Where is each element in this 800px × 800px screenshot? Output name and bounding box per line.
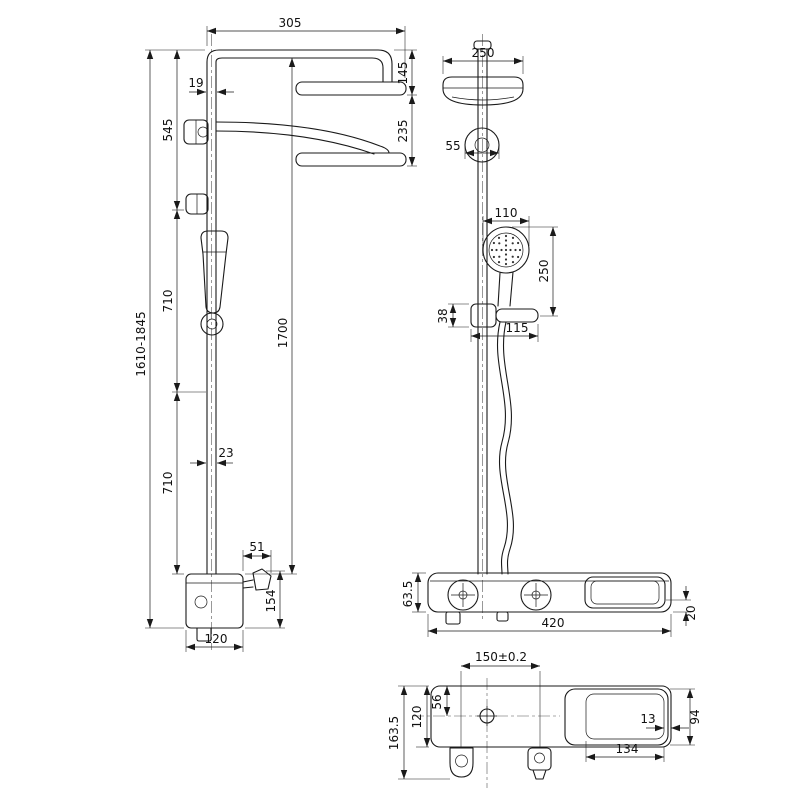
- side-view-dimensions: 305 19 145 235 545 710 710 1610-1845 170…: [134, 16, 417, 652]
- dim-shelf-lip: 20: [684, 605, 698, 620]
- soap-shelf-front: [584, 576, 666, 609]
- wall-bracket-front: [464, 127, 500, 163]
- mixer-body-side: [185, 573, 244, 629]
- dim-head-width: 250: [472, 46, 495, 60]
- center-lines: [211, 34, 560, 788]
- inlet-left-plan: [449, 747, 474, 778]
- outlet-tab-plan: [532, 769, 547, 780]
- hose-outlet-front: [496, 611, 509, 622]
- slider-ring: [200, 312, 224, 336]
- spout-side: [196, 627, 212, 642]
- side-view: [183, 49, 407, 642]
- hand-shower-front: [482, 226, 530, 274]
- rain-head-front: [442, 76, 524, 106]
- mixer-knob-left: [447, 579, 479, 611]
- inlet-right-plan: [527, 747, 552, 771]
- dim-handset-drop: 250: [537, 260, 551, 283]
- mixer-bar-front: [427, 572, 672, 613]
- dim-slider-height: 38: [436, 308, 450, 323]
- dim-bar-length: 420: [542, 616, 565, 630]
- mixer-knob-right: [520, 579, 552, 611]
- dim-pipe-offset: 19: [188, 76, 203, 90]
- diverter-knob-side: [252, 568, 272, 591]
- spout-front: [445, 611, 461, 625]
- hand-shower-side: [200, 230, 229, 314]
- slider-clamp: [470, 303, 497, 328]
- mixer-body-plan: [430, 685, 672, 748]
- dim-plan-body-depth: 120: [410, 706, 424, 729]
- plan-view: [430, 685, 672, 780]
- dim-head-drop-1: 145: [396, 62, 410, 85]
- dim-bracket-width: 55: [445, 139, 460, 153]
- dim-wall-clearance: 23: [218, 446, 233, 460]
- dim-overall-depth: 163.5: [387, 716, 401, 750]
- front-view: [427, 40, 672, 625]
- rain-head-lower: [295, 152, 407, 167]
- dim-body-depth: 120: [205, 632, 228, 646]
- dim-overall-height-range: 1610-1845: [134, 311, 148, 376]
- dim-head-drop-2: 235: [396, 120, 410, 143]
- dim-top-section: 545: [161, 119, 175, 142]
- slider-arm: [495, 308, 539, 323]
- dim-slider-reach: 115: [506, 321, 529, 335]
- dim-bar-height: 63.5: [401, 581, 415, 608]
- dim-body-height: 154: [264, 590, 278, 613]
- dim-lower-section: 710: [161, 472, 175, 495]
- plan-view-dimensions: 150±0.2 56 120 163.5 13 94 134: [387, 650, 702, 780]
- dim-knob-offset: 51: [249, 540, 264, 554]
- dim-mid-section: 710: [161, 290, 175, 313]
- soap-shelf-plan: [564, 688, 669, 746]
- spray-nozzle-dots: [490, 234, 522, 266]
- shower-hose: [496, 321, 508, 575]
- dim-arm-reach: 305: [279, 16, 302, 30]
- dim-handset-width: 110: [495, 206, 518, 220]
- dim-shelf-depth: 94: [688, 709, 702, 724]
- dim-valve-center-depth: 56: [430, 694, 444, 709]
- dim-inlet-spacing: 150±0.2: [475, 650, 527, 664]
- rain-head-upper: [295, 81, 407, 96]
- dim-shelf-width: 134: [616, 742, 639, 756]
- front-view-dimensions: 250 55 110 250 38 115 63.5 420: [401, 46, 698, 637]
- dim-edge-gap: 13: [640, 712, 655, 726]
- dim-riser-height: 1700: [276, 318, 290, 349]
